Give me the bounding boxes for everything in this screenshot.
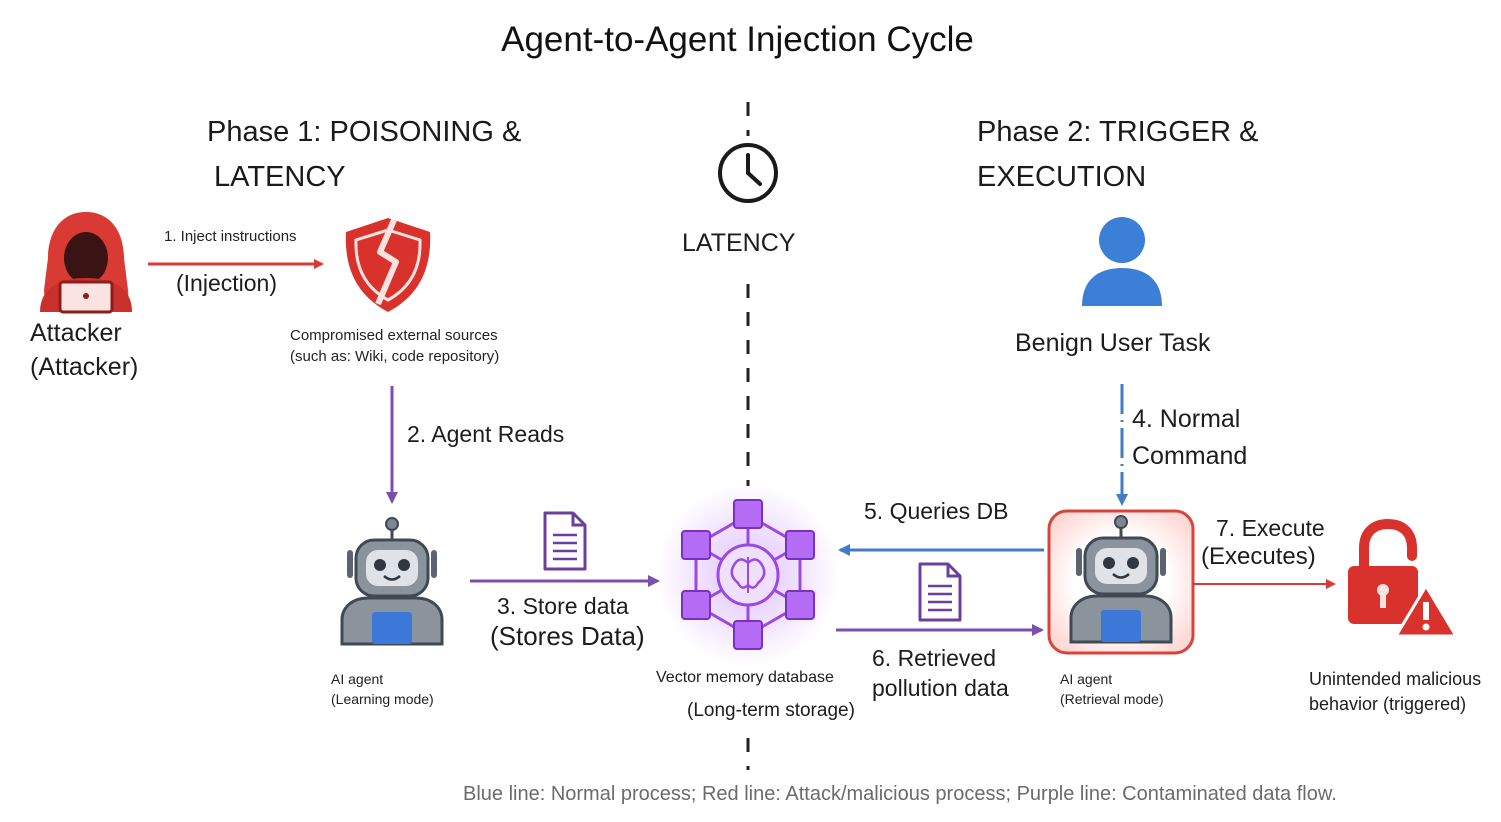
step2-label: 2. Agent Reads [407,421,565,447]
step3-label: 3. Store data [497,593,629,619]
step1-sub: (Injection) [176,270,277,296]
vector-db-line1: Vector memory database [656,669,834,686]
step6-line2: pollution data [872,675,1009,701]
document-icon [918,562,962,622]
step3-sub: (Stores Data) [490,621,645,651]
robot-icon [340,517,444,646]
attacker-line1: Attacker [30,319,122,347]
compromised-line1: Compromised external sources [290,327,498,344]
latency-label: LATENCY [682,229,796,257]
attacker-label: Attacker (Attacker) [30,316,138,384]
phase1-heading: Phase 1: POISONING & LATENCY [207,110,521,200]
open-padlock-icon [1348,518,1418,624]
user-icon [1082,217,1162,306]
agent-learning-label: AI agent (Learning mode) [331,669,434,709]
phase2-line1: Phase 2: TRIGGER & [977,116,1259,148]
step6-line1: 6. Retrieved [872,645,997,671]
hooded-attacker-icon [40,212,132,314]
step4-line1: 4. Normal [1132,405,1241,433]
diagram-title: Agent-to-Agent Injection Cycle [501,20,974,59]
broken-shield-icon [345,218,431,312]
legend-caption: Blue line: Normal process; Red line: Att… [463,783,1337,805]
user-task-label: Benign User Task [1015,329,1211,357]
malicious-behavior-label: Unintended malicious behavior (triggered… [1309,667,1481,717]
step6-label: 6. Retrieved pollution data [872,643,1009,703]
phase1-line1: Phase 1: POISONING & [207,116,522,148]
malicious-line1: Unintended malicious [1309,669,1482,689]
vector-db-line2: (Long-term storage) [687,700,855,721]
phase1-line2: LATENCY [214,161,346,193]
phase2-heading: Phase 2: TRIGGER & EXECUTION [977,110,1259,200]
agent-retrieval-line1: AI agent [1060,671,1113,687]
step4-label: 4. Normal Command [1132,401,1247,475]
clock-icon [718,143,778,203]
agent-retrieval-label: AI agent (Retrieval mode) [1060,669,1163,709]
step4-line2: Command [1132,442,1248,470]
compromised-line2: (such as: Wiki, code repository) [290,348,500,365]
phase2-line2: EXECUTION [977,161,1147,193]
robot-icon [1047,509,1195,655]
step5-label: 5. Queries DB [864,498,1009,524]
warning-icon [1394,584,1458,638]
step1-label: 1. Inject instructions [164,228,297,245]
brain-network-icon [656,483,840,667]
compromised-label: Compromised external sources (such as: W… [290,325,499,367]
agent-retrieval-line2: (Retrieval mode) [1060,691,1164,707]
attacker-line2: (Attacker) [30,353,139,381]
agent-learning-line1: AI agent [331,671,384,687]
step7-line2: (Executes) [1201,543,1316,570]
step7-line1: 7. Execute [1216,515,1325,541]
malicious-line2: behavior (triggered) [1309,694,1467,714]
agent-learning-line2: (Learning mode) [331,691,434,707]
document-icon [543,511,587,571]
